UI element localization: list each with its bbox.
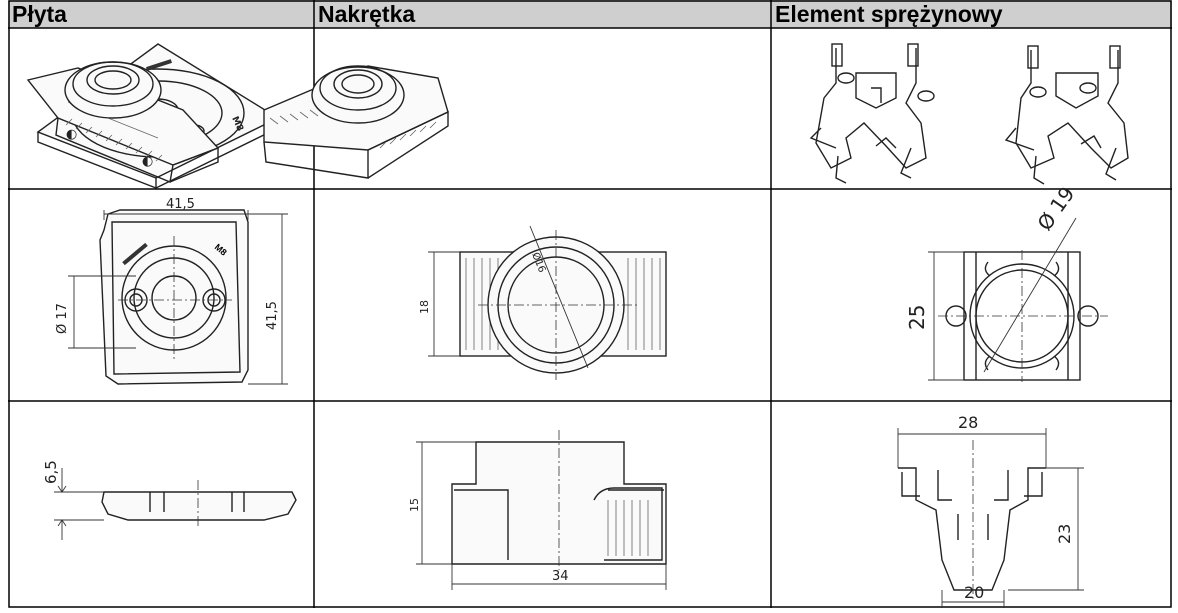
nut-side-length-dim: 34 — [552, 569, 569, 584]
spring-side-height-dim: 23 — [1055, 524, 1074, 544]
spring-side-view: 28 23 20 — [897, 413, 1084, 608]
spring-top-view: Ø 19 25 — [905, 182, 1108, 382]
header-nut: Nakrętka — [318, 1, 415, 27]
component-table: Płyta Nakrętka Element sprężynowy ◐ ◐ M8 — [8, 0, 1172, 608]
spring-top-diameter-dim: Ø 19 — [1032, 182, 1079, 235]
plate-top-view: M8 41,5 41,5 Ø 17 — [55, 197, 288, 385]
header-spring-element: Element sprężynowy — [775, 1, 1003, 27]
spring-isometric-drawing-left — [809, 43, 935, 184]
spring-side-width-bottom-dim: 20 — [964, 583, 984, 602]
nut-isometric-drawing-left — [26, 61, 220, 183]
plate-arrow-mark: ◐ — [66, 127, 77, 142]
spring-top-height-dim: 25 — [905, 305, 929, 330]
nut-top-view: Ø16 18 — [418, 225, 667, 380]
nut-side-height-dim: 15 — [408, 498, 421, 512]
plate-top-height-dim: 41,5 — [265, 301, 280, 330]
header-plate: Płyta — [12, 1, 67, 27]
plate-hole-diameter-dim: Ø 17 — [55, 303, 70, 334]
plate-top-width-dim: 41,5 — [166, 197, 195, 212]
spring-side-width-top-dim: 28 — [958, 413, 978, 432]
plate-arrow-mark-2: ◐ — [142, 154, 153, 169]
table-drawing: Płyta Nakrętka Element sprężynowy ◐ ◐ M8 — [8, 0, 1172, 608]
spring-isometric-drawing-right — [1004, 45, 1129, 185]
nut-isometric-drawing-right — [263, 65, 449, 179]
plate-side-view: 6,5 — [42, 460, 297, 540]
nut-top-height-dim: 18 — [418, 300, 431, 314]
header-row-background — [8, 0, 1172, 28]
nut-side-view: 15 34 — [408, 430, 667, 590]
plate-side-thickness-dim: 6,5 — [42, 460, 60, 484]
table-grid — [8, 0, 1172, 608]
